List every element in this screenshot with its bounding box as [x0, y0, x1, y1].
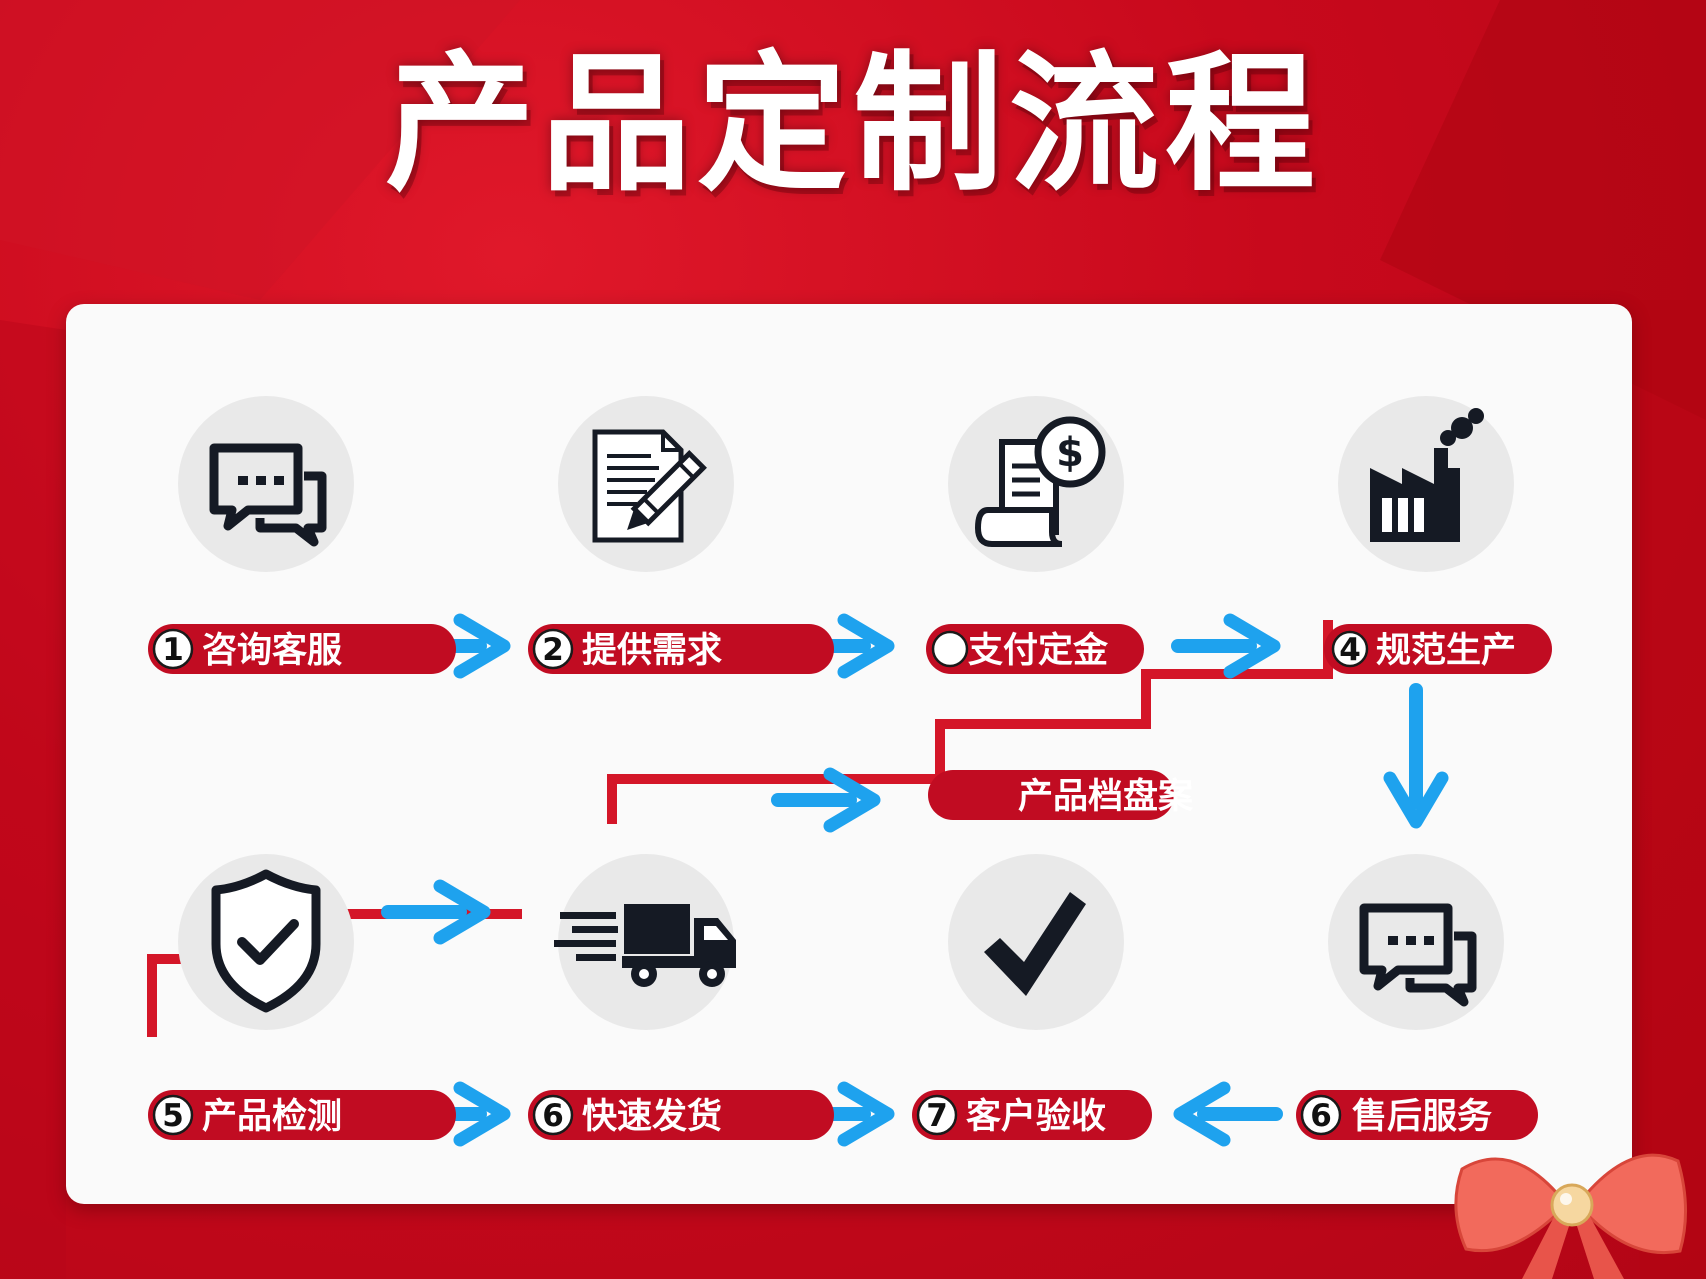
step-label-1: 1 咨询客服	[148, 624, 456, 674]
step-label-8: 6 售后服务	[1296, 1090, 1538, 1140]
step-label-text: 咨询客服	[202, 630, 342, 671]
step-label-7: 7 客户验收	[912, 1090, 1152, 1140]
middle-label-text: 产品档盘案	[1018, 776, 1194, 817]
step-label-3: 支付定金	[926, 624, 1144, 674]
process-flow-diagram: $	[147, 396, 1552, 1204]
step-label-text: 提供需求	[582, 631, 722, 671]
step-number: 1	[162, 632, 184, 668]
step-label-2: 2 提供需求	[528, 624, 834, 674]
icon-circle-7	[948, 854, 1124, 1030]
step-label-text: 规范生产	[1376, 631, 1516, 671]
step-number: 7	[926, 1098, 948, 1134]
page-title: 产品定制流程	[384, 38, 1321, 212]
factory-icon	[1370, 408, 1484, 542]
step-number: 6	[542, 1098, 564, 1134]
step-label-4: 4 规范生产	[1324, 624, 1552, 674]
arrow-down	[1383, 683, 1449, 829]
invoice-dollar-icon: $	[974, 416, 1106, 547]
step-label-text: 售后服务	[1352, 1097, 1492, 1137]
checkmark-icon	[984, 892, 1086, 996]
step-label-text: 客户验收	[966, 1096, 1106, 1137]
middle-label: 产品档盘案	[928, 770, 1194, 820]
step-label-text: 支付定金	[968, 630, 1109, 671]
step-label-text: 产品检测	[202, 1097, 342, 1137]
step-label-6: 6 快速发货	[528, 1090, 834, 1140]
shield-check-icon	[211, 869, 321, 1013]
document-pen-icon	[592, 429, 707, 543]
svg-text:$: $	[1056, 430, 1084, 476]
step-label-text: 快速发货	[582, 1097, 722, 1137]
red-bow-icon	[1454, 1153, 1687, 1279]
step-number: 4	[1339, 632, 1361, 668]
step-label-5: 5 产品检测	[148, 1090, 456, 1140]
arrow-right	[1178, 620, 1274, 672]
delivery-truck-icon	[554, 904, 736, 987]
arrow-left	[1180, 1088, 1276, 1140]
step-number: 6	[1310, 1098, 1332, 1134]
step-number: 2	[542, 632, 564, 668]
step-number: 5	[162, 1098, 184, 1134]
